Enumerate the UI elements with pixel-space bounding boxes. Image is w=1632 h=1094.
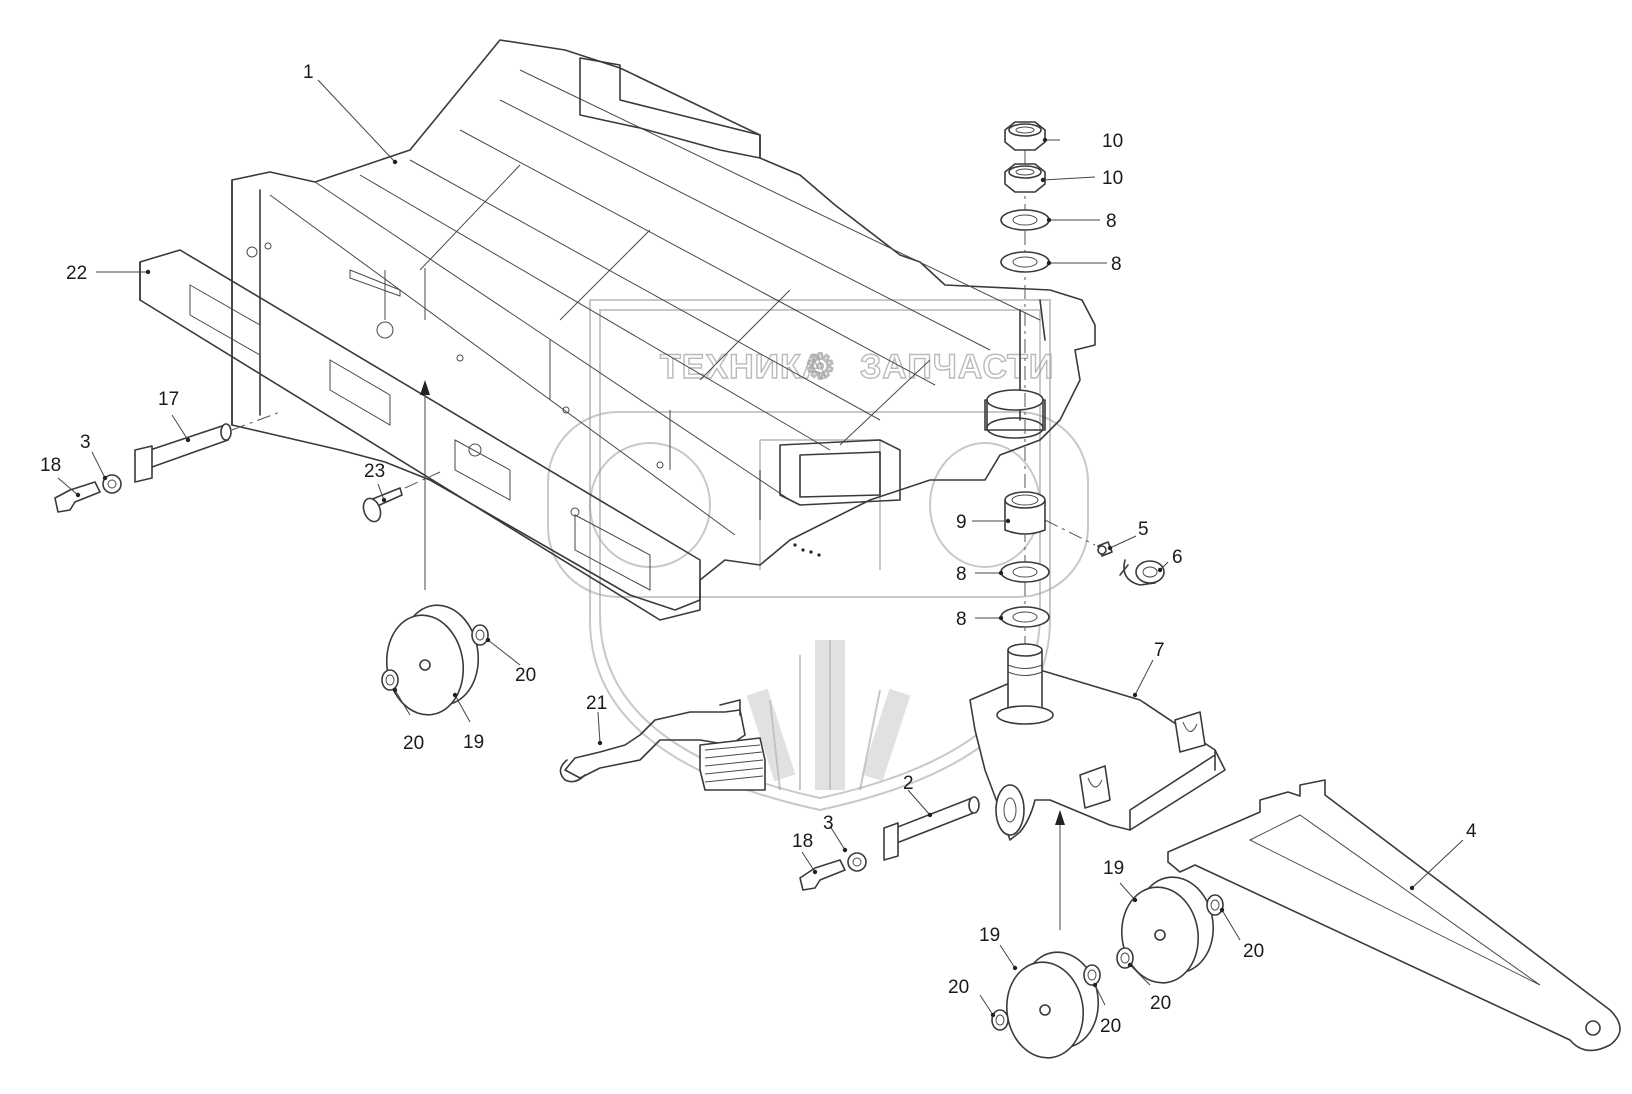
callout-22: 22 xyxy=(66,263,87,284)
pivot-stack xyxy=(1000,121,1050,660)
callout-5: 5 xyxy=(1138,519,1149,540)
callout-8: 8 xyxy=(1111,254,1122,275)
pin-assembly-2 xyxy=(799,796,980,891)
steering-bracket-part-7 xyxy=(969,643,1226,841)
callout-3: 3 xyxy=(823,813,834,834)
callout-9: 9 xyxy=(956,512,967,533)
callout-23: 23 xyxy=(364,461,385,482)
callout-4: 4 xyxy=(1466,821,1477,842)
wheel-part-19-right-lower xyxy=(991,951,1101,1059)
callout-6: 6 xyxy=(1172,547,1183,568)
fitting-part-5 xyxy=(1044,519,1113,557)
clamp-part-6 xyxy=(1119,559,1165,586)
watermark-gear-icon: ⚙ xyxy=(805,348,836,386)
callout-10: 10 xyxy=(1102,131,1123,152)
callout-2: 2 xyxy=(903,773,914,794)
callout-20: 20 xyxy=(515,665,536,686)
callout-20: 20 xyxy=(1150,993,1171,1014)
watermark-left-word: ТЕХНИКА xyxy=(660,348,827,386)
frame-part-1 xyxy=(231,39,1096,611)
callout-1: 1 xyxy=(303,62,314,83)
brake-linkage-part-21 xyxy=(559,699,766,791)
drawbar-part-4 xyxy=(1167,779,1621,1052)
assembly-arrow-right xyxy=(1055,810,1065,930)
callout-17: 17 xyxy=(158,389,179,410)
callout-20: 20 xyxy=(1243,941,1264,962)
wheel-part-19-right-upper xyxy=(1116,876,1224,984)
watermark-right-word: ЗАПЧАСТИ xyxy=(860,348,1054,386)
callout-19: 19 xyxy=(1103,858,1124,879)
callout-21: 21 xyxy=(586,693,607,714)
callout-7: 7 xyxy=(1154,640,1165,661)
watermark: ТЕХНИКА ⚙ ЗАПЧАСТИ xyxy=(547,299,1089,812)
callout-10: 10 xyxy=(1102,168,1123,189)
callout-20: 20 xyxy=(1100,1016,1121,1037)
callout-3: 3 xyxy=(80,432,91,453)
callout-8: 8 xyxy=(956,609,967,630)
assembly-arrow-left xyxy=(420,380,430,590)
wheel-part-19-left xyxy=(381,604,489,716)
callout-20: 20 xyxy=(948,977,969,998)
callout-19: 19 xyxy=(979,925,1000,946)
callout-18: 18 xyxy=(40,455,61,476)
pin-assembly-17 xyxy=(54,411,281,513)
callout-20: 20 xyxy=(403,733,424,754)
side-cover-part-22 xyxy=(139,249,701,621)
watermark-wheat-icon xyxy=(746,640,911,791)
callout-labels: 1 22 17 3 18 23 10 10 8 8 9 8 8 5 6 7 4 … xyxy=(40,62,1477,1037)
leader-lines xyxy=(57,79,1464,1018)
callout-19: 19 xyxy=(463,732,484,753)
callout-8: 8 xyxy=(956,564,967,585)
bolt-part-23 xyxy=(362,471,441,523)
callout-8: 8 xyxy=(1106,211,1117,232)
callout-18: 18 xyxy=(792,831,813,852)
